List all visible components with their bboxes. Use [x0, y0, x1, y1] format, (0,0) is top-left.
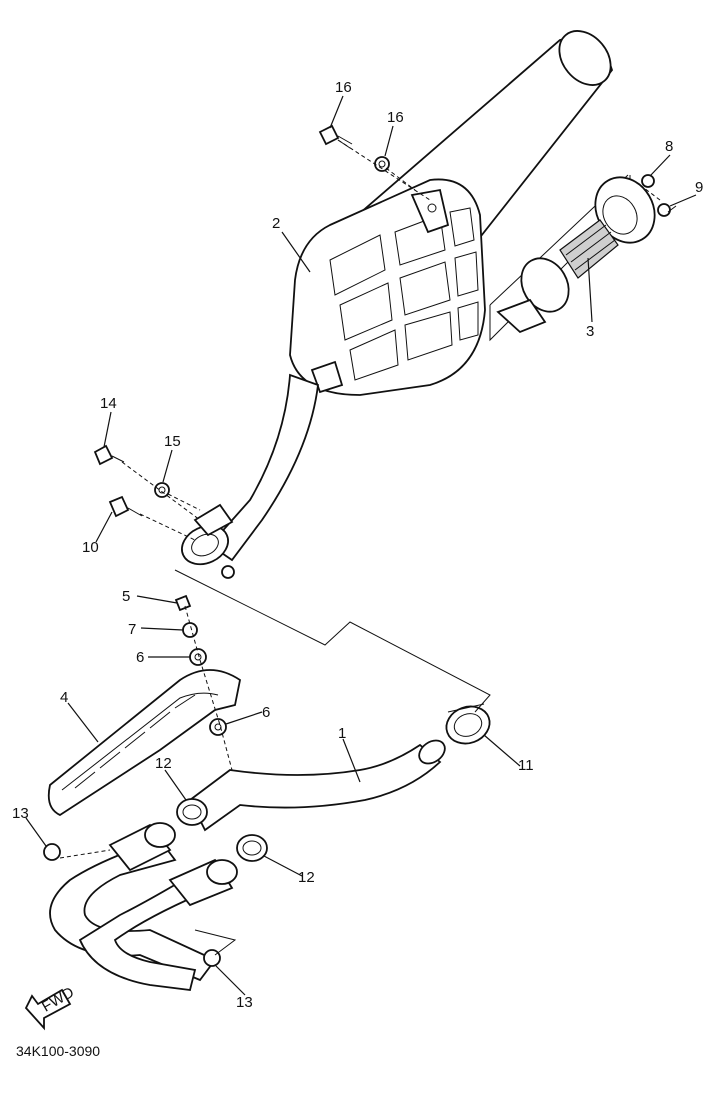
washer-6-upper — [189, 648, 207, 666]
leader-lines — [25, 95, 697, 996]
bolt-11 — [108, 495, 143, 518]
heat-protector — [47, 669, 242, 817]
callout-12-lower: 12 — [298, 869, 315, 886]
callout-5: 5 — [122, 588, 130, 605]
callout-1: 1 — [338, 725, 346, 742]
washer-16-lower — [154, 482, 170, 498]
exhaust-pipe — [49, 739, 446, 991]
callouts: 16 16 2 8 9 3 14 15 10 5 7 6 6 4 1 11 12… — [12, 79, 703, 1011]
callout-16-lower: 15 — [164, 433, 181, 450]
callout-14: 14 — [100, 395, 117, 412]
muffler-shield-pattern — [329, 207, 479, 381]
spark-arrester — [489, 174, 656, 342]
callout-9: 8 — [665, 138, 673, 155]
muffler-link-pipe — [181, 373, 319, 579]
callout-15: 16 — [335, 79, 352, 96]
washer-9 — [641, 174, 655, 188]
callout-6-lower: 6 — [262, 704, 270, 721]
callout-6-upper: 6 — [136, 649, 144, 666]
callout-10: 11 — [518, 757, 534, 774]
nut-7 — [182, 622, 198, 638]
bolt-5 — [174, 594, 192, 612]
fwd-arrow: FWD — [24, 984, 77, 1031]
callout-12-upper: 12 — [155, 755, 172, 772]
callout-4: 4 — [60, 689, 68, 706]
bolt-14 — [93, 444, 125, 466]
gasket-12-lower — [236, 834, 268, 862]
washer-6-lower — [209, 718, 227, 736]
mesh-pattern — [565, 224, 616, 271]
drawing-code: 34K100-3090 — [16, 1043, 100, 1059]
gasket-12-upper — [176, 798, 208, 826]
callout-7: 7 — [128, 621, 136, 638]
callout-11: 10 — [82, 539, 99, 556]
callout-3: 3 — [586, 323, 594, 340]
callout-8: 9 — [695, 179, 703, 196]
callout-2: 2 — [272, 215, 280, 232]
gasket-10 — [445, 703, 491, 745]
assembly-lines — [59, 139, 661, 956]
nut-13-lower — [203, 949, 221, 967]
muffler — [289, 30, 613, 396]
callout-13-lower: 13 — [236, 994, 253, 1011]
screw-8 — [657, 203, 677, 217]
heat-protector-pattern — [74, 694, 196, 789]
nut-13-upper — [43, 843, 61, 861]
callout-16-upper: 16 — [387, 109, 404, 126]
bolt-15 — [318, 124, 353, 149]
callout-13-upper: 13 — [12, 805, 29, 822]
